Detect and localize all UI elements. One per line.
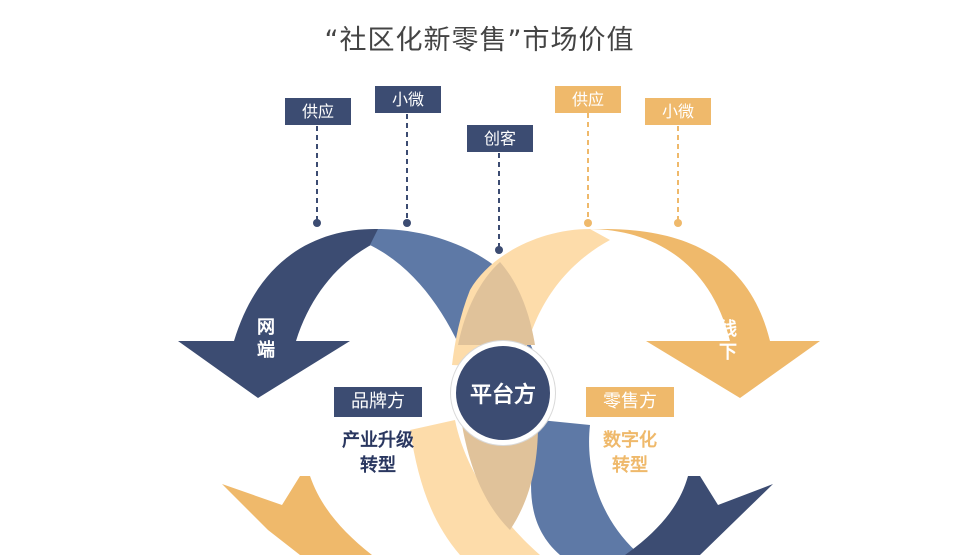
brand-role-box: 品牌方: [334, 387, 422, 417]
retail-desc-line-2: 转型: [612, 455, 648, 476]
lower-ribbon-steel: [531, 420, 640, 555]
platform-circle: 平台方: [451, 341, 555, 445]
brand-role-desc: 产业升级 转型: [323, 428, 433, 478]
left-arrow-char-2: 端: [257, 340, 275, 361]
right-arrow-label: 线 下: [713, 318, 743, 364]
brand-desc-line-2: 转型: [360, 455, 396, 476]
overlap-bottom: [462, 425, 538, 530]
left-arrow-label: 网 端: [251, 316, 281, 362]
tag-left-supply: 供应: [285, 98, 351, 125]
tag-right-supply: 供应: [555, 86, 621, 113]
lower-ribbon-lightgold: [410, 420, 540, 555]
right-arrow-char-1: 线: [719, 319, 737, 340]
connector-dot: [495, 246, 503, 254]
left-arc-navy: [178, 228, 385, 398]
bottom-left-gold-arrow: [222, 476, 372, 555]
tag-left-small: 小微: [375, 86, 441, 113]
right-arc-gold: [585, 228, 820, 398]
overlap-top: [458, 262, 535, 345]
tag-right-small: 小微: [645, 98, 711, 125]
connector-dot: [674, 219, 682, 227]
connector-dot: [313, 219, 321, 227]
retail-role-desc: 数字化 转型: [575, 428, 685, 478]
tag-center-startup: 创客: [467, 125, 533, 152]
right-arrow-char-2: 下: [719, 342, 737, 363]
retail-desc-line-1: 数字化: [603, 430, 657, 451]
brand-desc-line-1: 产业升级: [342, 430, 414, 451]
bottom-right-navy-arrow: [625, 476, 773, 555]
page-title: “社区化新零售”市场价值: [324, 25, 635, 56]
connector-dot: [403, 219, 411, 227]
platform-label: 平台方: [469, 383, 536, 408]
retail-role-box: 零售方: [586, 387, 674, 417]
connector-dot: [584, 219, 592, 227]
left-arrow-char-1: 网: [257, 317, 275, 338]
